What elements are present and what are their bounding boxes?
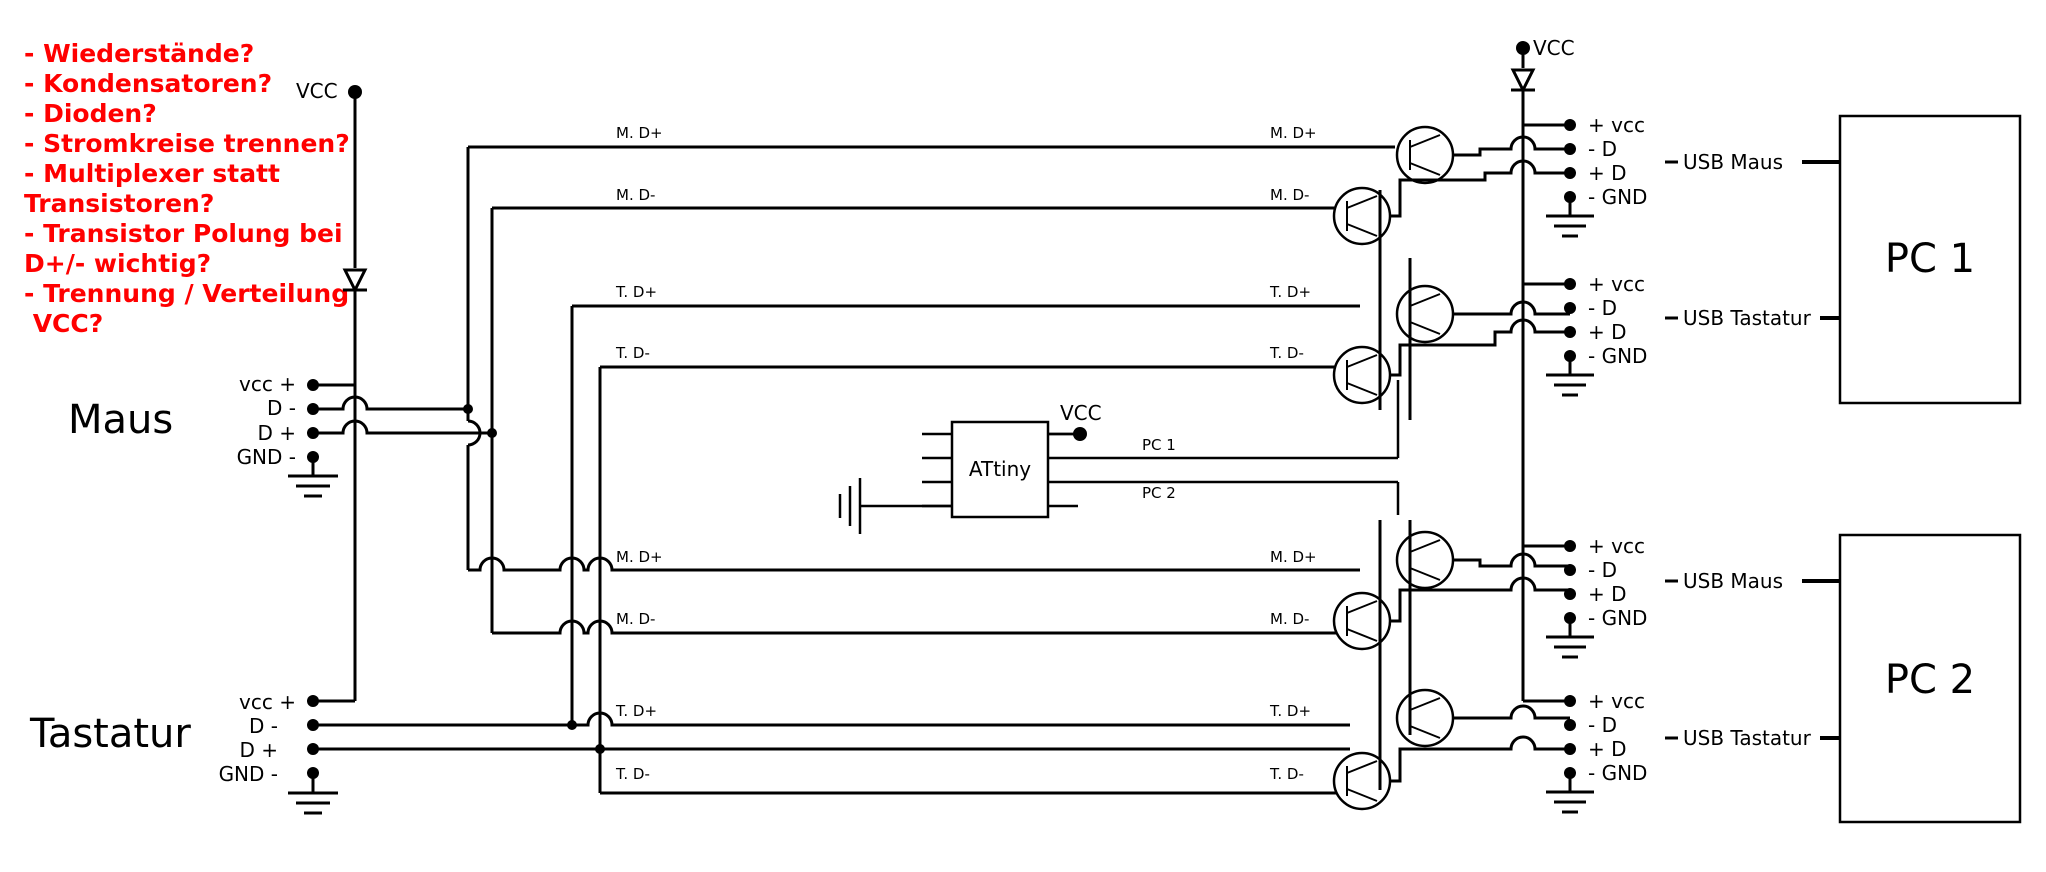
usb-pin-label: + vcc bbox=[1588, 113, 1645, 137]
transistor-icon bbox=[1395, 125, 1455, 185]
note-line: - Dioden? bbox=[24, 99, 157, 128]
junctions bbox=[463, 404, 605, 754]
wire-label: M. D+ bbox=[1270, 548, 1317, 566]
wire-label: T. D+ bbox=[1269, 702, 1311, 720]
maus-title: Maus bbox=[68, 397, 173, 443]
usb-pin-label: - D bbox=[1588, 137, 1617, 161]
transistor-icon bbox=[1332, 186, 1392, 246]
pin-label: D + bbox=[257, 421, 296, 445]
pin-label: D + bbox=[239, 738, 278, 762]
usb-port-label: USB Maus bbox=[1683, 569, 1783, 593]
usb-pin-groups: + vcc - D + D - GND + vcc - D + D - GND … bbox=[1546, 113, 1647, 814]
vcc-dot bbox=[1516, 41, 1530, 55]
pin-label: vcc + bbox=[239, 372, 296, 396]
note-line: D+/- wichtig? bbox=[24, 249, 211, 278]
vcc-dot bbox=[1073, 427, 1087, 441]
pin-dot bbox=[307, 695, 319, 707]
question-notes: - Wiederstände? - Kondensatoren? - Diode… bbox=[24, 39, 350, 338]
usb-pin-label: + D bbox=[1588, 737, 1627, 761]
usb-pin-label: - GND bbox=[1588, 606, 1647, 630]
note-line: - Stromkreise trennen? bbox=[24, 129, 350, 158]
transistor-icon bbox=[1332, 751, 1392, 811]
usb-pin-label: + D bbox=[1588, 161, 1627, 185]
usb-pin-label: - GND bbox=[1588, 761, 1647, 785]
note-line: - Wiederstände? bbox=[24, 39, 254, 68]
usb-pin-label: - GND bbox=[1588, 185, 1647, 209]
vcc-dot bbox=[348, 85, 362, 99]
attiny-label: ATtiny bbox=[969, 457, 1031, 481]
transistors bbox=[1332, 125, 1455, 811]
transistor-icon bbox=[1395, 530, 1455, 590]
transistor-internals bbox=[1346, 134, 1441, 802]
usb-port-label: USB Tastatur bbox=[1683, 726, 1812, 750]
usb-pin-label: - D bbox=[1588, 558, 1617, 582]
transistor-icon bbox=[1332, 345, 1392, 405]
wire-label: M. D- bbox=[1270, 610, 1309, 628]
wire-label: M. D+ bbox=[616, 124, 663, 142]
attiny-out2: PC 2 bbox=[1142, 484, 1176, 502]
right-wiring bbox=[1378, 48, 1570, 790]
transistor-icon bbox=[1395, 284, 1455, 344]
wire-label: T. D- bbox=[1269, 765, 1304, 783]
pin-label: vcc + bbox=[239, 690, 296, 714]
pin-label: GND - bbox=[237, 445, 296, 469]
usb-pin-label: - GND bbox=[1588, 344, 1647, 368]
pin-label: D - bbox=[249, 714, 278, 738]
usb-pin-label: + vcc bbox=[1588, 272, 1645, 296]
transistor-icon bbox=[1395, 688, 1455, 748]
pc2-label: PC 2 bbox=[1885, 657, 1975, 703]
wire-label: T. D+ bbox=[1269, 283, 1311, 301]
wire-label: T. D+ bbox=[615, 702, 657, 720]
vcc-top-label: VCC bbox=[1533, 36, 1575, 60]
wire-label: M. D+ bbox=[616, 548, 663, 566]
note-line: - Trennung / Verteilung bbox=[24, 279, 349, 308]
wire-label: T. D- bbox=[615, 765, 650, 783]
note-line: Transistoren? bbox=[24, 189, 214, 218]
note-line: - Kondensatoren? bbox=[24, 69, 272, 98]
vcc-left-label: VCC bbox=[296, 79, 338, 103]
left-vcc-rail bbox=[313, 92, 368, 703]
usb-pin-label: + D bbox=[1588, 320, 1627, 344]
attiny-out1: PC 1 bbox=[1142, 436, 1176, 454]
pc1-label: PC 1 bbox=[1885, 236, 1975, 282]
usb-pin-label: + D bbox=[1588, 582, 1627, 606]
wire-label: M. D+ bbox=[1270, 124, 1317, 142]
pin-label: D - bbox=[267, 396, 296, 420]
wire-label: M. D- bbox=[616, 610, 655, 628]
pc2-box: PC 2 USB Maus USB Tastatur bbox=[1665, 533, 2022, 824]
usb-pin-label: + vcc bbox=[1588, 689, 1645, 713]
attiny-chip: ATtiny VCC PC 1 PC 2 bbox=[838, 380, 1400, 534]
wire-label: M. D- bbox=[616, 186, 655, 204]
usb-pin-label: + vcc bbox=[1588, 534, 1645, 558]
maus-connector: Maus vcc + D - D + GND - bbox=[68, 372, 492, 498]
tastatur-title: Tastatur bbox=[29, 711, 191, 757]
note-line: VCC? bbox=[24, 309, 103, 338]
note-line: - Transistor Polung bei bbox=[24, 219, 343, 248]
transistor-icon bbox=[1332, 591, 1392, 651]
wire-label: M. D- bbox=[1270, 186, 1309, 204]
usb-pin-label: - D bbox=[1588, 713, 1617, 737]
vcc-attiny-label: VCC bbox=[1060, 401, 1102, 425]
tastatur-connector: Tastatur vcc + D - D + GND - bbox=[29, 690, 1350, 815]
usb-pin-label: - D bbox=[1588, 296, 1617, 320]
usb-port-label: USB Tastatur bbox=[1683, 306, 1812, 330]
wire-label: T. D- bbox=[615, 344, 650, 362]
bus-wires bbox=[466, 145, 1395, 795]
wire-label: T. D- bbox=[1269, 344, 1304, 362]
pc1-box: PC 1 USB Maus USB Tastatur bbox=[1665, 114, 2022, 405]
note-line: - Multiplexer statt bbox=[24, 159, 280, 188]
wire-label: T. D+ bbox=[615, 283, 657, 301]
wire-labels: M. D+ M. D+ M. D- M. D- T. D+ T. D+ T. D… bbox=[615, 124, 1317, 783]
pin-label: GND - bbox=[219, 762, 278, 786]
usb-port-label: USB Maus bbox=[1683, 150, 1783, 174]
